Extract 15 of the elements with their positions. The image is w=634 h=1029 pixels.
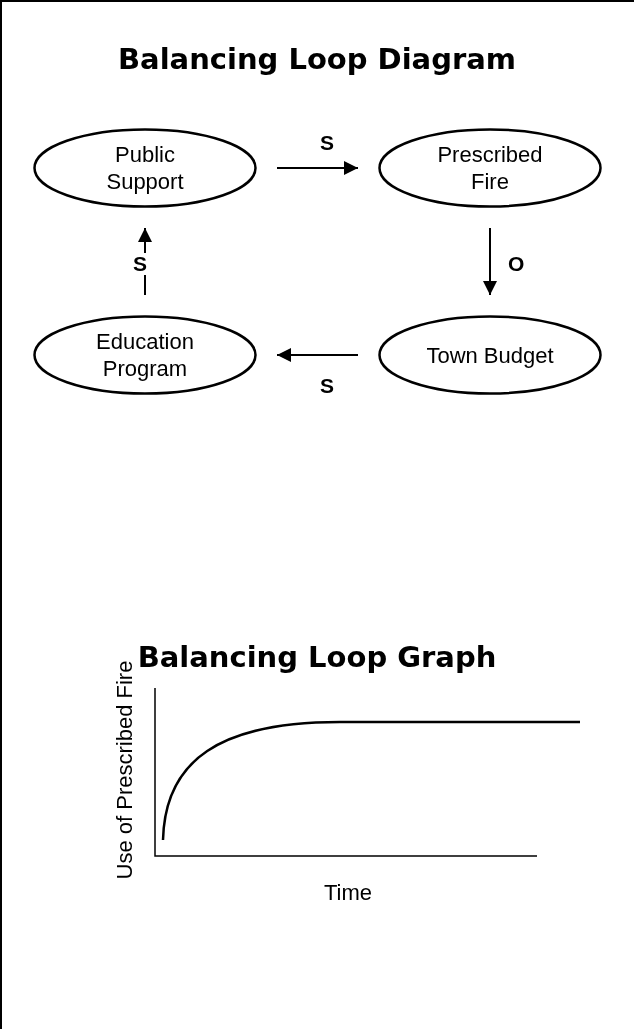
node-label: Town Budget xyxy=(426,341,554,369)
node-ellipse xyxy=(33,315,257,395)
arrow xyxy=(276,348,359,362)
diagram-title: Balancing Loop Diagram xyxy=(116,42,518,76)
edge-label: S xyxy=(131,253,149,275)
axis-label: Use of Prescribed Fire xyxy=(112,660,138,880)
arrow xyxy=(276,161,359,175)
node-ellipse xyxy=(378,128,602,208)
node-ellipse xyxy=(378,315,602,395)
node-label: Education Program xyxy=(95,328,195,382)
axis-label: Time xyxy=(323,880,373,906)
node-label: Prescribed Fire xyxy=(436,141,544,195)
arrow xyxy=(483,227,497,296)
node-label: Public Support xyxy=(105,141,185,195)
node-ellipse xyxy=(33,128,257,208)
